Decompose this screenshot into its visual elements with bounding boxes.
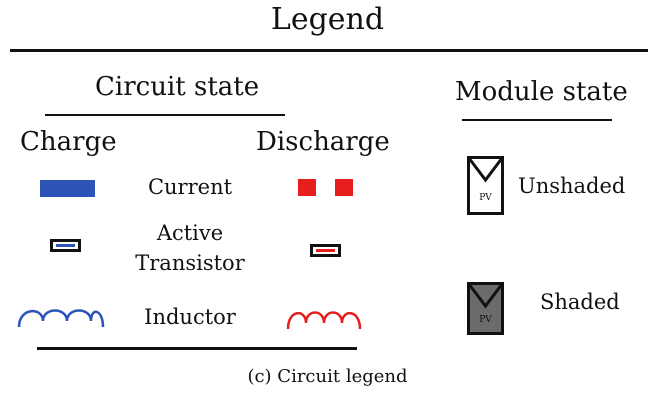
shaded-module-icon: PV bbox=[467, 282, 504, 335]
transistor-label-line2: Transistor bbox=[135, 251, 245, 275]
charge-heading: Charge bbox=[20, 127, 117, 157]
current-label: Current bbox=[147, 175, 233, 199]
figure-caption: (c) Circuit legend bbox=[247, 366, 408, 387]
discharge-transistor-symbol bbox=[310, 244, 341, 257]
transistor-label-line1: Active bbox=[156, 221, 224, 245]
unshaded-module-icon: PV bbox=[467, 156, 504, 215]
charge-inductor-symbol bbox=[17, 309, 105, 328]
charge-transistor-symbol bbox=[50, 239, 81, 252]
module-state-rule bbox=[462, 119, 612, 121]
circuit-bottom-rule bbox=[37, 347, 357, 350]
inductor-label: Inductor bbox=[144, 305, 236, 329]
discharge-heading: Discharge bbox=[256, 127, 390, 157]
module-state-heading: Module state bbox=[455, 77, 628, 107]
unshaded-label: Unshaded bbox=[518, 174, 626, 198]
title-rule bbox=[10, 49, 648, 52]
charge-current-symbol bbox=[40, 180, 95, 197]
unshaded-pv-text: PV bbox=[479, 193, 492, 203]
discharge-inductor-symbol bbox=[286, 311, 362, 330]
shaded-label: Shaded bbox=[540, 290, 620, 314]
legend-title: Legend bbox=[270, 2, 385, 37]
circuit-state-rule bbox=[45, 114, 285, 116]
discharge-current-symbol bbox=[298, 179, 353, 196]
circuit-state-heading: Circuit state bbox=[95, 72, 260, 102]
shaded-pv-text: PV bbox=[479, 315, 492, 325]
